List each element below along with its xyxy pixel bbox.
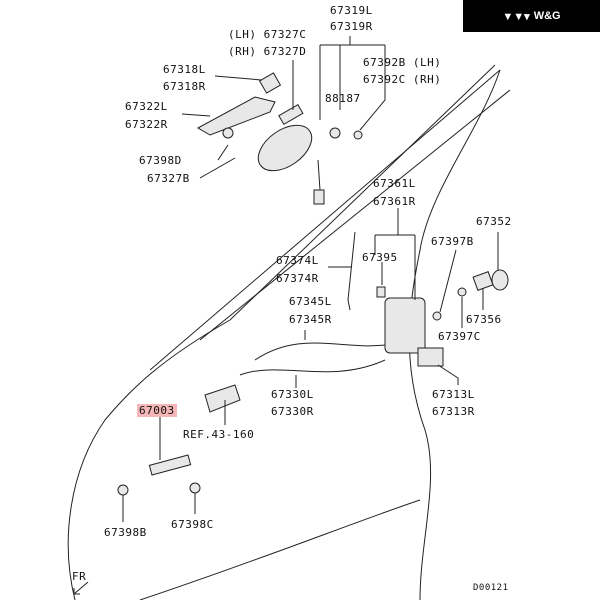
leader-67397b bbox=[439, 249, 457, 313]
label-67327d: (RH) 67327D bbox=[228, 45, 307, 58]
window-frame-inner bbox=[199, 89, 511, 341]
part-67313-cover-icon bbox=[417, 347, 444, 367]
part-67319-frame-icon bbox=[257, 124, 313, 172]
label-67345r: 67345R bbox=[289, 313, 332, 326]
leader-67361 bbox=[374, 208, 416, 300]
label-67392b: 67392B (LH) bbox=[363, 56, 442, 69]
label-fr-direction: FR bbox=[72, 570, 87, 583]
label-67322r: 67322R bbox=[125, 118, 168, 131]
part-67352-icon bbox=[491, 269, 509, 291]
part-67318-icon bbox=[258, 72, 282, 94]
door-bottom bbox=[139, 499, 421, 601]
label-67374l: 67374L bbox=[276, 254, 319, 267]
part-67398b-bolt-icon bbox=[117, 484, 129, 496]
label-67327c: (LH) 67327C bbox=[228, 28, 307, 41]
chevron-logo-icon: ▼▼▾ bbox=[502, 10, 530, 23]
part-67395-icon bbox=[376, 286, 386, 298]
label-67352: 67352 bbox=[476, 215, 512, 228]
leader-67398d bbox=[217, 144, 229, 161]
part-67374-rod bbox=[347, 231, 356, 311]
label-67318l: 67318L bbox=[163, 63, 206, 76]
part-67398c-bolt-icon bbox=[189, 482, 201, 494]
part-67361-latch-icon bbox=[384, 297, 426, 354]
fr-arrow-icon bbox=[73, 581, 89, 595]
part-67398d-screw-icon bbox=[222, 127, 234, 139]
diagram-id: D00121 bbox=[473, 583, 509, 593]
label-67330r: 67330R bbox=[271, 405, 314, 418]
part-door-rod bbox=[317, 159, 321, 191]
label-67319l: 67319L bbox=[330, 4, 373, 17]
window-frame-outer bbox=[149, 69, 501, 371]
label-67397b: 67397B bbox=[431, 235, 474, 248]
label-67392c: 67392C (RH) bbox=[363, 73, 442, 86]
label-67361l: 67361L bbox=[373, 177, 416, 190]
leader-67318 bbox=[214, 75, 263, 81]
part-67392-icon bbox=[353, 130, 363, 140]
label-67361r: 67361R bbox=[373, 195, 416, 208]
part-67327c-pad-icon bbox=[278, 103, 304, 126]
leader-67327b bbox=[199, 157, 236, 179]
brand-name: W&G bbox=[533, 10, 561, 22]
part-67397c-bolt-icon bbox=[457, 287, 467, 297]
label-67374r: 67374R bbox=[276, 272, 319, 285]
label-ref-43-160: REF.43-160 bbox=[183, 428, 255, 441]
part-88187-icon bbox=[329, 127, 341, 139]
leader-67313 bbox=[437, 364, 459, 385]
label-67398d: 67398D bbox=[139, 154, 182, 167]
label-67356: 67356 bbox=[466, 313, 502, 326]
label-67313l: 67313L bbox=[432, 388, 475, 401]
label-67398b: 67398B bbox=[104, 526, 147, 539]
label-67345l: 67345L bbox=[289, 295, 332, 308]
label-67397c: 67397C bbox=[438, 330, 481, 343]
door-outline bbox=[67, 64, 496, 601]
leader-67319 bbox=[319, 36, 386, 131]
label-67319r: 67319R bbox=[330, 20, 373, 33]
part-67356-icon bbox=[472, 271, 494, 291]
label-67398c: 67398C bbox=[171, 518, 214, 531]
ref-inner-handle-icon bbox=[204, 384, 241, 413]
label-67318r: 67318R bbox=[163, 80, 206, 93]
part-67322-handle-icon bbox=[196, 96, 276, 136]
label-67395: 67395 bbox=[362, 251, 398, 264]
label-67003-highlighted: 67003 bbox=[137, 404, 177, 417]
label-88187: 88187 bbox=[325, 92, 361, 105]
part-67397b-bolt-icon bbox=[432, 311, 442, 321]
label-67322l: 67322L bbox=[125, 100, 168, 113]
brand-logo: ▼▼▾ W&G bbox=[463, 0, 600, 32]
label-67330l: 67330L bbox=[271, 388, 314, 401]
part-connector-icon bbox=[313, 189, 325, 205]
part-67330-cable bbox=[239, 359, 386, 376]
part-67345-cable bbox=[254, 342, 386, 361]
label-67327b: 67327B bbox=[147, 172, 190, 185]
label-67313r: 67313R bbox=[432, 405, 475, 418]
part-67003-checker-icon bbox=[148, 454, 192, 476]
leader-67322 bbox=[181, 113, 211, 117]
